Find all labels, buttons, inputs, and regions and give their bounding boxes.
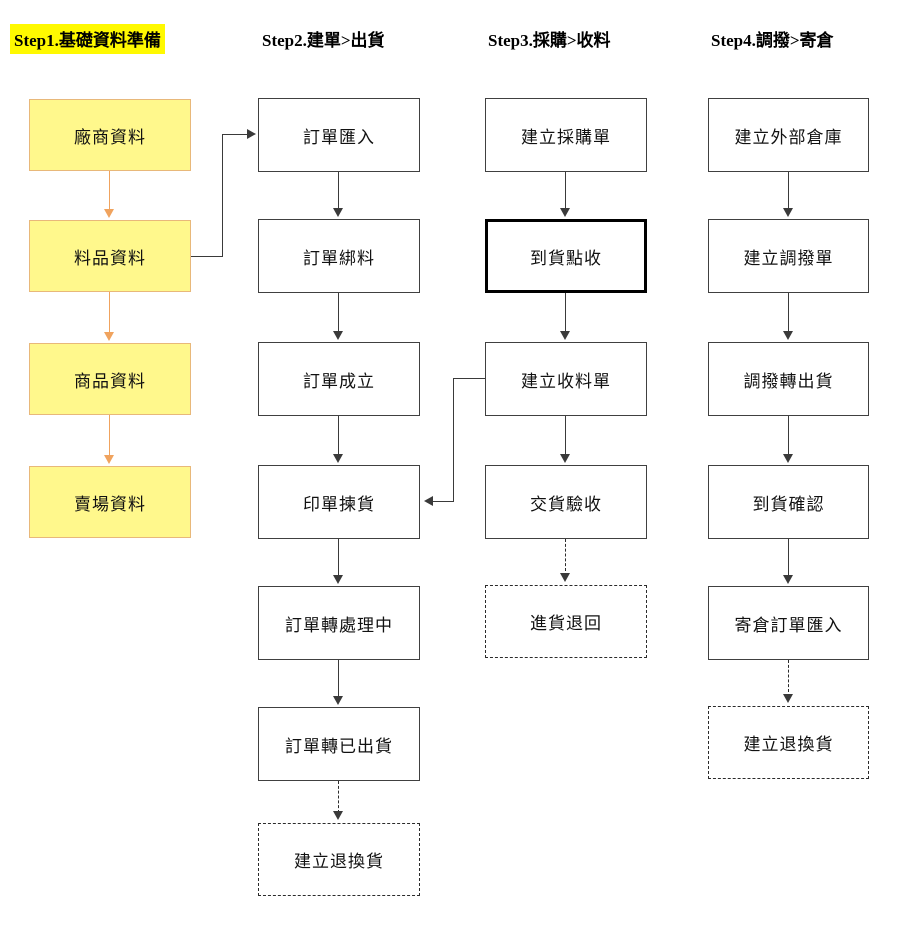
connector-c4-4 — [788, 539, 789, 577]
connector-vendor-to-material — [109, 171, 110, 211]
arrowhead-c2-5 — [333, 696, 343, 705]
connector-product-to-store — [109, 415, 110, 457]
connector-c4-1 — [788, 172, 789, 210]
arrowhead-c2-2 — [333, 331, 343, 340]
connector-c2-5 — [338, 660, 339, 698]
node-create-purchase-order[interactable]: 建立採購單 — [485, 98, 647, 172]
connector-c2-3 — [338, 416, 339, 456]
node-arrival-confirm[interactable]: 到貨確認 — [708, 465, 869, 539]
node-order-created[interactable]: 訂單成立 — [258, 342, 420, 416]
node-goods-receipt-check[interactable]: 到貨點收 — [485, 219, 647, 293]
node-purchase-return[interactable]: 進貨退回 — [485, 585, 647, 658]
arrowhead-c3-2 — [560, 331, 570, 340]
arrowhead-c2-4 — [333, 575, 343, 584]
node-delivery-acceptance[interactable]: 交貨驗收 — [485, 465, 647, 539]
crosslink-material-v — [222, 134, 223, 257]
node-transfer-to-shipment[interactable]: 調撥轉出貨 — [708, 342, 869, 416]
arrowhead-c2-1 — [333, 208, 343, 217]
node-create-transfer-order[interactable]: 建立調撥單 — [708, 219, 869, 293]
connector-c3-1 — [565, 172, 566, 210]
node-product-data[interactable]: 商品資料 — [29, 343, 191, 415]
arrowhead-c3-3 — [560, 454, 570, 463]
crosslink-material-h1 — [191, 256, 223, 257]
arrowhead-product-to-store — [104, 455, 114, 464]
node-create-external-warehouse[interactable]: 建立外部倉庫 — [708, 98, 869, 172]
connector-c4-3 — [788, 416, 789, 456]
connector-c3-3 — [565, 416, 566, 456]
crosslink-receipt-h1 — [453, 378, 486, 379]
crosslink-receipt-h2 — [433, 501, 454, 502]
connector-c2-6-dashed — [338, 781, 339, 813]
arrowhead-receipt-to-print-pick — [424, 496, 433, 506]
node-create-return-exchange-col4[interactable]: 建立退換貨 — [708, 706, 869, 779]
arrowhead-c4-4 — [783, 575, 793, 584]
node-material-data[interactable]: 料品資料 — [29, 220, 191, 292]
node-create-receiving-note[interactable]: 建立收料單 — [485, 342, 647, 416]
connector-c3-4-dashed — [565, 539, 566, 571]
crosslink-material-h2 — [222, 134, 249, 135]
arrowhead-c4-2 — [783, 331, 793, 340]
column-title-step4: Step4.調撥>寄倉 — [711, 31, 834, 50]
arrowhead-c3-1 — [560, 208, 570, 217]
node-order-shipped[interactable]: 訂單轉已出貨 — [258, 707, 420, 781]
column-title-step2: Step2.建單>出貨 — [262, 31, 385, 50]
arrowhead-material-to-order-import — [247, 129, 256, 139]
connector-c2-1 — [338, 172, 339, 210]
connector-c3-2 — [565, 293, 566, 333]
arrowhead-c3-4 — [560, 573, 570, 582]
arrowhead-vendor-to-material — [104, 209, 114, 218]
connector-c2-4 — [338, 539, 339, 577]
connector-material-to-product — [109, 292, 110, 334]
node-store-data[interactable]: 賣場資料 — [29, 466, 191, 538]
arrowhead-c2-3 — [333, 454, 343, 463]
arrowhead-c4-3 — [783, 454, 793, 463]
node-print-pick[interactable]: 印單揀貨 — [258, 465, 420, 539]
node-create-return-exchange-col2[interactable]: 建立退換貨 — [258, 823, 420, 896]
arrowhead-c4-1 — [783, 208, 793, 217]
node-order-processing[interactable]: 訂單轉處理中 — [258, 586, 420, 660]
arrowhead-c2-6 — [333, 811, 343, 820]
node-vendor-data[interactable]: 廠商資料 — [29, 99, 191, 171]
node-order-bind-material[interactable]: 訂單綁料 — [258, 219, 420, 293]
connector-c4-2 — [788, 293, 789, 333]
crosslink-receipt-v — [453, 378, 454, 502]
arrowhead-material-to-product — [104, 332, 114, 341]
column-title-step1: Step1.基礎資料準備 — [10, 24, 165, 54]
node-order-import[interactable]: 訂單匯入 — [258, 98, 420, 172]
node-consignment-order-import[interactable]: 寄倉訂單匯入 — [708, 586, 869, 660]
connector-c4-5-dashed — [788, 660, 789, 692]
connector-c2-2 — [338, 293, 339, 333]
column-title-step3: Step3.採購>收料 — [488, 31, 611, 50]
arrowhead-c4-5 — [783, 694, 793, 703]
